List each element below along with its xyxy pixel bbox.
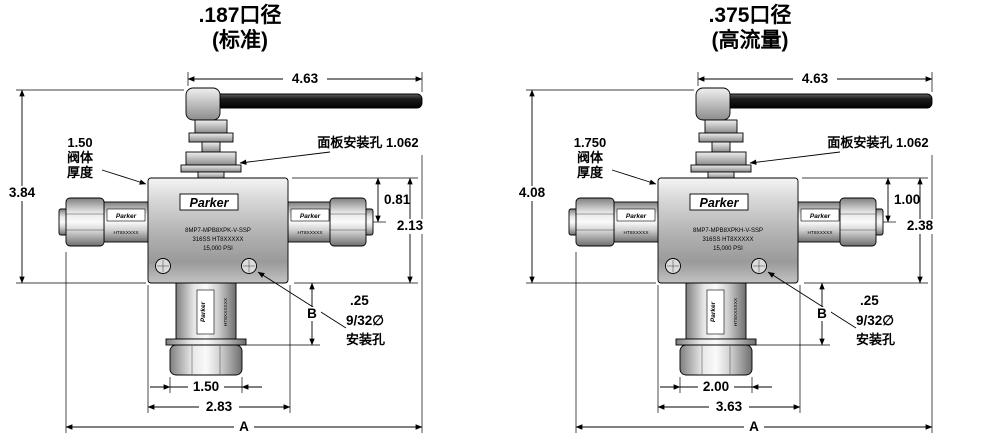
dim-overall-height: 3.84 bbox=[9, 185, 36, 200]
dim-handle-length: 4.63 bbox=[802, 71, 829, 86]
right-port-serial: HT8XXXXX bbox=[297, 230, 323, 236]
body-part-number: 8MP7-MPB8XPKH-V-SSP bbox=[693, 228, 763, 234]
valve-high-flow-labels: .375口径 (高流量) 4.63 4.08 1.750 阀体 厚度 面板安装孔… bbox=[519, 3, 934, 434]
dim-bottom-port-width: 2.00 bbox=[703, 379, 729, 394]
dim-port-offset: 0.81 bbox=[384, 192, 411, 207]
body-pressure-rating: 15,000 PSI bbox=[713, 246, 743, 252]
bottom-port-serial: HT8XXXXXX bbox=[223, 297, 229, 326]
label-hole-diameter: 9/32∅ bbox=[346, 313, 384, 328]
label-mounting-hole: 安装孔 bbox=[856, 332, 895, 347]
dim-hole-offset: .25 bbox=[350, 293, 369, 308]
valve-subtitle: (标准) bbox=[212, 28, 268, 52]
valve-title: .375口径 bbox=[709, 3, 792, 27]
dim-hole-offset: .25 bbox=[860, 293, 879, 308]
parker-logo: Parker bbox=[700, 196, 740, 210]
label-hole-diameter: 9/32∅ bbox=[856, 313, 894, 328]
dim-body-thickness: 1.50 bbox=[67, 135, 92, 150]
dim-overall-height: 4.08 bbox=[519, 185, 546, 200]
right-port-serial: HT8XXXXX bbox=[807, 230, 833, 236]
right-port-brand: Parker bbox=[810, 213, 831, 220]
left-port-serial: HT8XXXXX bbox=[623, 230, 649, 236]
body-material: 316SS HT8XXXXX bbox=[702, 237, 753, 243]
bottom-port-brand: Parker bbox=[200, 301, 207, 322]
dim-body-height: 2.38 bbox=[907, 218, 934, 233]
valve-standard-labels: .187口径 (标准) 4.63 3.84 1.50 阀体 厚度 面板安装孔 1… bbox=[9, 3, 424, 434]
right-port-brand: Parker bbox=[300, 213, 321, 220]
valve-standard: .187口径 (标准) 4.63 3.84 1.50 阀体 厚度 面板安装孔 1… bbox=[2, 3, 430, 434]
dim-bottom-port-width: 1.50 bbox=[193, 379, 219, 394]
label-body-thickness-2: 厚度 bbox=[67, 165, 94, 180]
dim-overall-width: A bbox=[239, 419, 249, 434]
dim-port-offset: 1.00 bbox=[894, 192, 920, 207]
dim-body-width: 3.63 bbox=[716, 399, 743, 414]
left-port-serial: HT8XXXXX bbox=[113, 230, 139, 236]
valve-high-flow: .375口径 (高流量) 4.63 4.08 1.750 阀体 厚度 面板安装孔… bbox=[512, 3, 940, 434]
dim-body-width: 2.83 bbox=[206, 399, 233, 414]
label-body-thickness-1: 阀体 bbox=[67, 150, 94, 165]
valve-title: .187口径 bbox=[199, 3, 282, 27]
left-port-brand: Parker bbox=[626, 213, 647, 220]
label-body-thickness-1: 阀体 bbox=[577, 150, 604, 165]
left-port-brand: Parker bbox=[116, 213, 137, 220]
dim-body-thickness: 1.750 bbox=[574, 135, 607, 150]
label-body-thickness-2: 厚度 bbox=[577, 165, 604, 180]
dim-b: B bbox=[817, 306, 827, 321]
body-material: 316SS HT8XXXXX bbox=[192, 237, 243, 243]
body-pressure-rating: 15,000 PSI bbox=[203, 246, 233, 252]
bottom-port-serial: HT8XXXXXX bbox=[733, 297, 739, 326]
label-panel-hole: 面板安装孔 1.062 bbox=[317, 135, 418, 150]
bottom-port-brand: Parker bbox=[710, 301, 717, 322]
dim-overall-width: A bbox=[749, 419, 759, 434]
label-mounting-hole: 安装孔 bbox=[346, 332, 385, 347]
body-part-number: 8MP7-MPB8XPK-V-SSP bbox=[185, 228, 251, 234]
label-panel-hole: 面板安装孔 1.062 bbox=[827, 135, 928, 150]
parker-logo: Parker bbox=[190, 196, 230, 210]
dim-body-height: 2.13 bbox=[397, 218, 424, 233]
valve-subtitle: (高流量) bbox=[712, 28, 789, 52]
dim-handle-length: 4.63 bbox=[292, 71, 319, 86]
dim-b: B bbox=[307, 306, 317, 321]
